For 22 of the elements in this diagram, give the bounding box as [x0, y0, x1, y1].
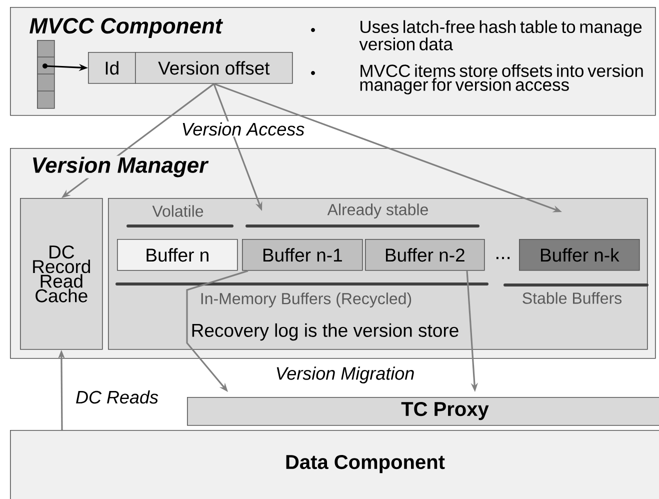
group-label: Already stable [327, 204, 428, 218]
hash-table-drawing [36, 40, 55, 109]
buffer-box: Buffer n-k [519, 239, 640, 271]
edge-label: Version Access [180, 121, 306, 137]
group-label: In-Memory Buffers (Recycled) [201, 292, 412, 308]
bullet-text: MVCC items store offsets into version manager for version access [360, 64, 643, 94]
buffer-box: Buffer n [117, 239, 238, 271]
group-label: Stable Buffers [522, 292, 622, 304]
edge-label: Version Migration [274, 366, 416, 384]
group-label: Volatile [152, 205, 204, 217]
buffer-box: Buffer n-2 [365, 239, 485, 271]
edge-label: DC Reads [74, 389, 160, 405]
caption-text: Recovery log is the version store [192, 323, 458, 341]
box-title: Version Manager [30, 156, 209, 178]
ellipsis-text: ... [496, 256, 510, 260]
proxy-box: TC Proxy [187, 397, 659, 426]
box-title: MVCC Component [30, 18, 224, 38]
cache-box: DC Record Read Cache [20, 198, 103, 350]
bullet-text: Uses latch-free hash table to manage version data [359, 20, 642, 50]
component-box: Data Component [10, 430, 659, 499]
buffer-box: Buffer n-1 [242, 239, 363, 271]
table-cell: Id [88, 52, 136, 84]
